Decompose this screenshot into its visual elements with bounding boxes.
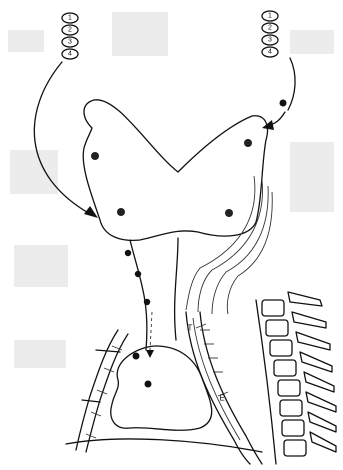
upper-dot-left: [91, 152, 99, 160]
pointer-upper-left: [96, 350, 120, 352]
spinous-5: [304, 372, 334, 392]
legend-right: 1 2 3 4: [262, 11, 278, 57]
tag-t-left: T: [188, 324, 193, 333]
seg-2: [104, 368, 114, 372]
legend-right-label-2: 2: [268, 25, 272, 32]
label-box-lower-left: [14, 245, 68, 287]
vertebra-4: [274, 360, 296, 376]
label-box-bottom-left: [14, 340, 66, 368]
spinous-8: [310, 432, 336, 452]
legend-left-label-4: 4: [68, 51, 72, 58]
spinous-6: [306, 392, 336, 412]
spinous-2: [292, 312, 326, 328]
arrow-right-curve: [288, 58, 295, 110]
spinous-4: [300, 352, 332, 372]
fiber-3: [212, 186, 268, 314]
spinous-3: [296, 332, 330, 350]
spinous-processes: [288, 292, 336, 452]
label-box-mid-right: [290, 142, 334, 212]
spinous-7: [308, 412, 336, 432]
legend-right-label-1: 1: [268, 13, 272, 20]
legend-left: 1 2 3 4: [62, 13, 78, 59]
upper-lobe-structure: [83, 100, 267, 241]
upper-dot-lower-right: [225, 209, 233, 217]
vertebra-8: [284, 440, 306, 456]
vertebra-5: [278, 380, 300, 396]
neck-left-outline: [130, 240, 147, 350]
upper-dot-lower-left: [117, 208, 125, 216]
label-box-top-right: [290, 30, 334, 54]
pointer-lower-left: [82, 400, 100, 402]
fiber-2: [198, 180, 263, 312]
lower-chamber: [111, 346, 212, 430]
legend-left-label-1: 1: [68, 15, 72, 22]
dot-path-1: [125, 250, 131, 256]
legend-left-label-3: 3: [68, 39, 72, 46]
dot-path-arrowhead: [146, 350, 154, 358]
legend-left-label-2: 2: [68, 27, 72, 34]
lower-dot-upper: [133, 353, 140, 360]
upper-dot-right: [244, 139, 252, 147]
vertebra-6: [280, 400, 302, 416]
vertebra-3: [270, 340, 292, 356]
vertebra-7: [282, 420, 304, 436]
fiber-bundle: [186, 176, 272, 314]
spinous-1: [288, 292, 322, 306]
legend-right-label-3: 3: [268, 37, 272, 44]
neck-right-outline: [175, 238, 178, 340]
label-box-top-left: [8, 30, 44, 52]
vertebra-2: [266, 320, 288, 336]
label-box-top-center: [112, 12, 168, 56]
fiber-1: [186, 176, 255, 310]
dot-path-3: [144, 299, 150, 305]
dot-path-line: [150, 312, 152, 350]
legend-right-label-4: 4: [268, 49, 272, 56]
posterior-band-inner: [200, 312, 262, 464]
label-box-mid-left: [10, 150, 58, 194]
arrow-right-dot: [280, 100, 287, 107]
vertebra-1: [262, 300, 284, 316]
lower-dot-center: [145, 381, 152, 388]
dot-path-2: [135, 271, 141, 277]
tag-e: E: [219, 394, 224, 403]
base-curve: [66, 439, 262, 452]
